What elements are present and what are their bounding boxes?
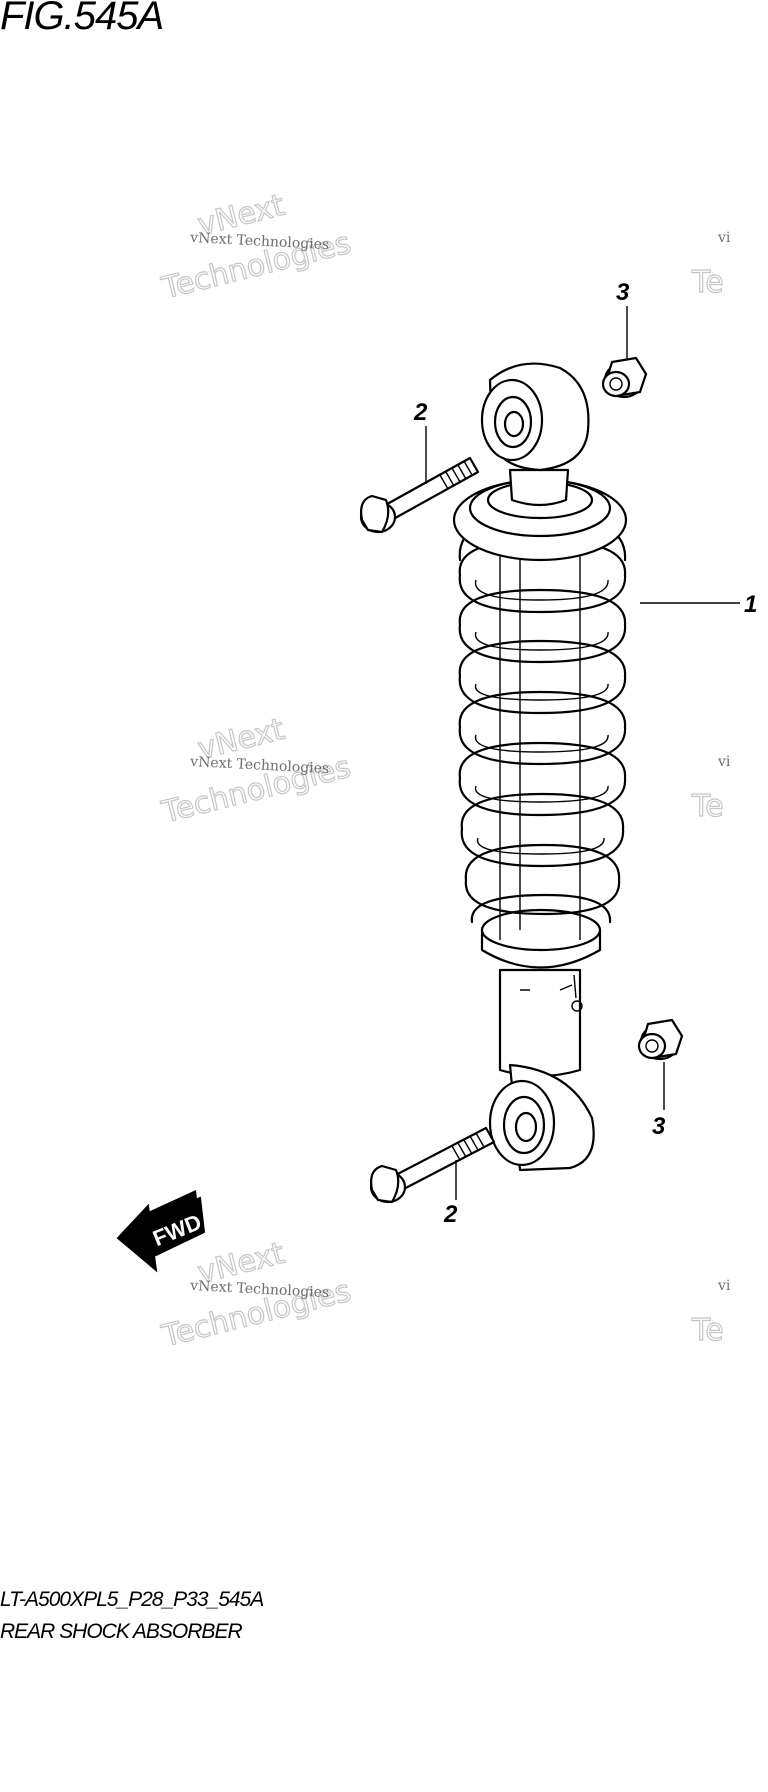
- watermark-bottom: vNext Technologies vNext Technologies vi…: [157, 1235, 731, 1355]
- shock-absorber: [452, 362, 628, 1172]
- callout-nut-upper: 3: [616, 279, 630, 306]
- svg-text:vNext Technologies: vNext Technologies: [189, 1278, 330, 1301]
- figure-title: FIG.545A: [0, 0, 164, 38]
- svg-text:vNext Technologies: vNext Technologies: [189, 230, 330, 253]
- watermark-middle: vNext Technologies vNext Technologies vi…: [157, 711, 731, 831]
- nut-lower[interactable]: [637, 1018, 684, 1061]
- figure-code: LT-A500XPL5_P28_P33_545A: [0, 1588, 264, 1611]
- nut-upper[interactable]: [601, 356, 648, 399]
- callout-bolt-upper: 2: [413, 399, 428, 426]
- callout-nut-lower: 3: [652, 1113, 666, 1140]
- svg-text:Te: Te: [691, 789, 724, 824]
- fwd-arrow-badge: FWD: [116, 1190, 206, 1273]
- svg-text:vi: vi: [717, 1278, 731, 1294]
- bolt-lower[interactable]: [369, 1126, 496, 1204]
- svg-text:vi: vi: [717, 230, 731, 246]
- leader-lines: [425, 306, 740, 1200]
- svg-text:vi: vi: [717, 754, 731, 770]
- svg-text:Te: Te: [691, 265, 724, 300]
- watermark-top: vNext Technologies vNext Technologies vi…: [157, 187, 731, 307]
- coil-spring: [458, 513, 627, 924]
- svg-text:vNext Technologies: vNext Technologies: [189, 754, 330, 777]
- bolt-upper[interactable]: [359, 456, 480, 534]
- callout-bolt-lower: 2: [443, 1201, 458, 1228]
- callout-shock-absorber: 1: [744, 591, 757, 618]
- svg-text:Te: Te: [691, 1313, 724, 1348]
- figure-name: REAR SHOCK ABSORBER: [0, 1620, 243, 1643]
